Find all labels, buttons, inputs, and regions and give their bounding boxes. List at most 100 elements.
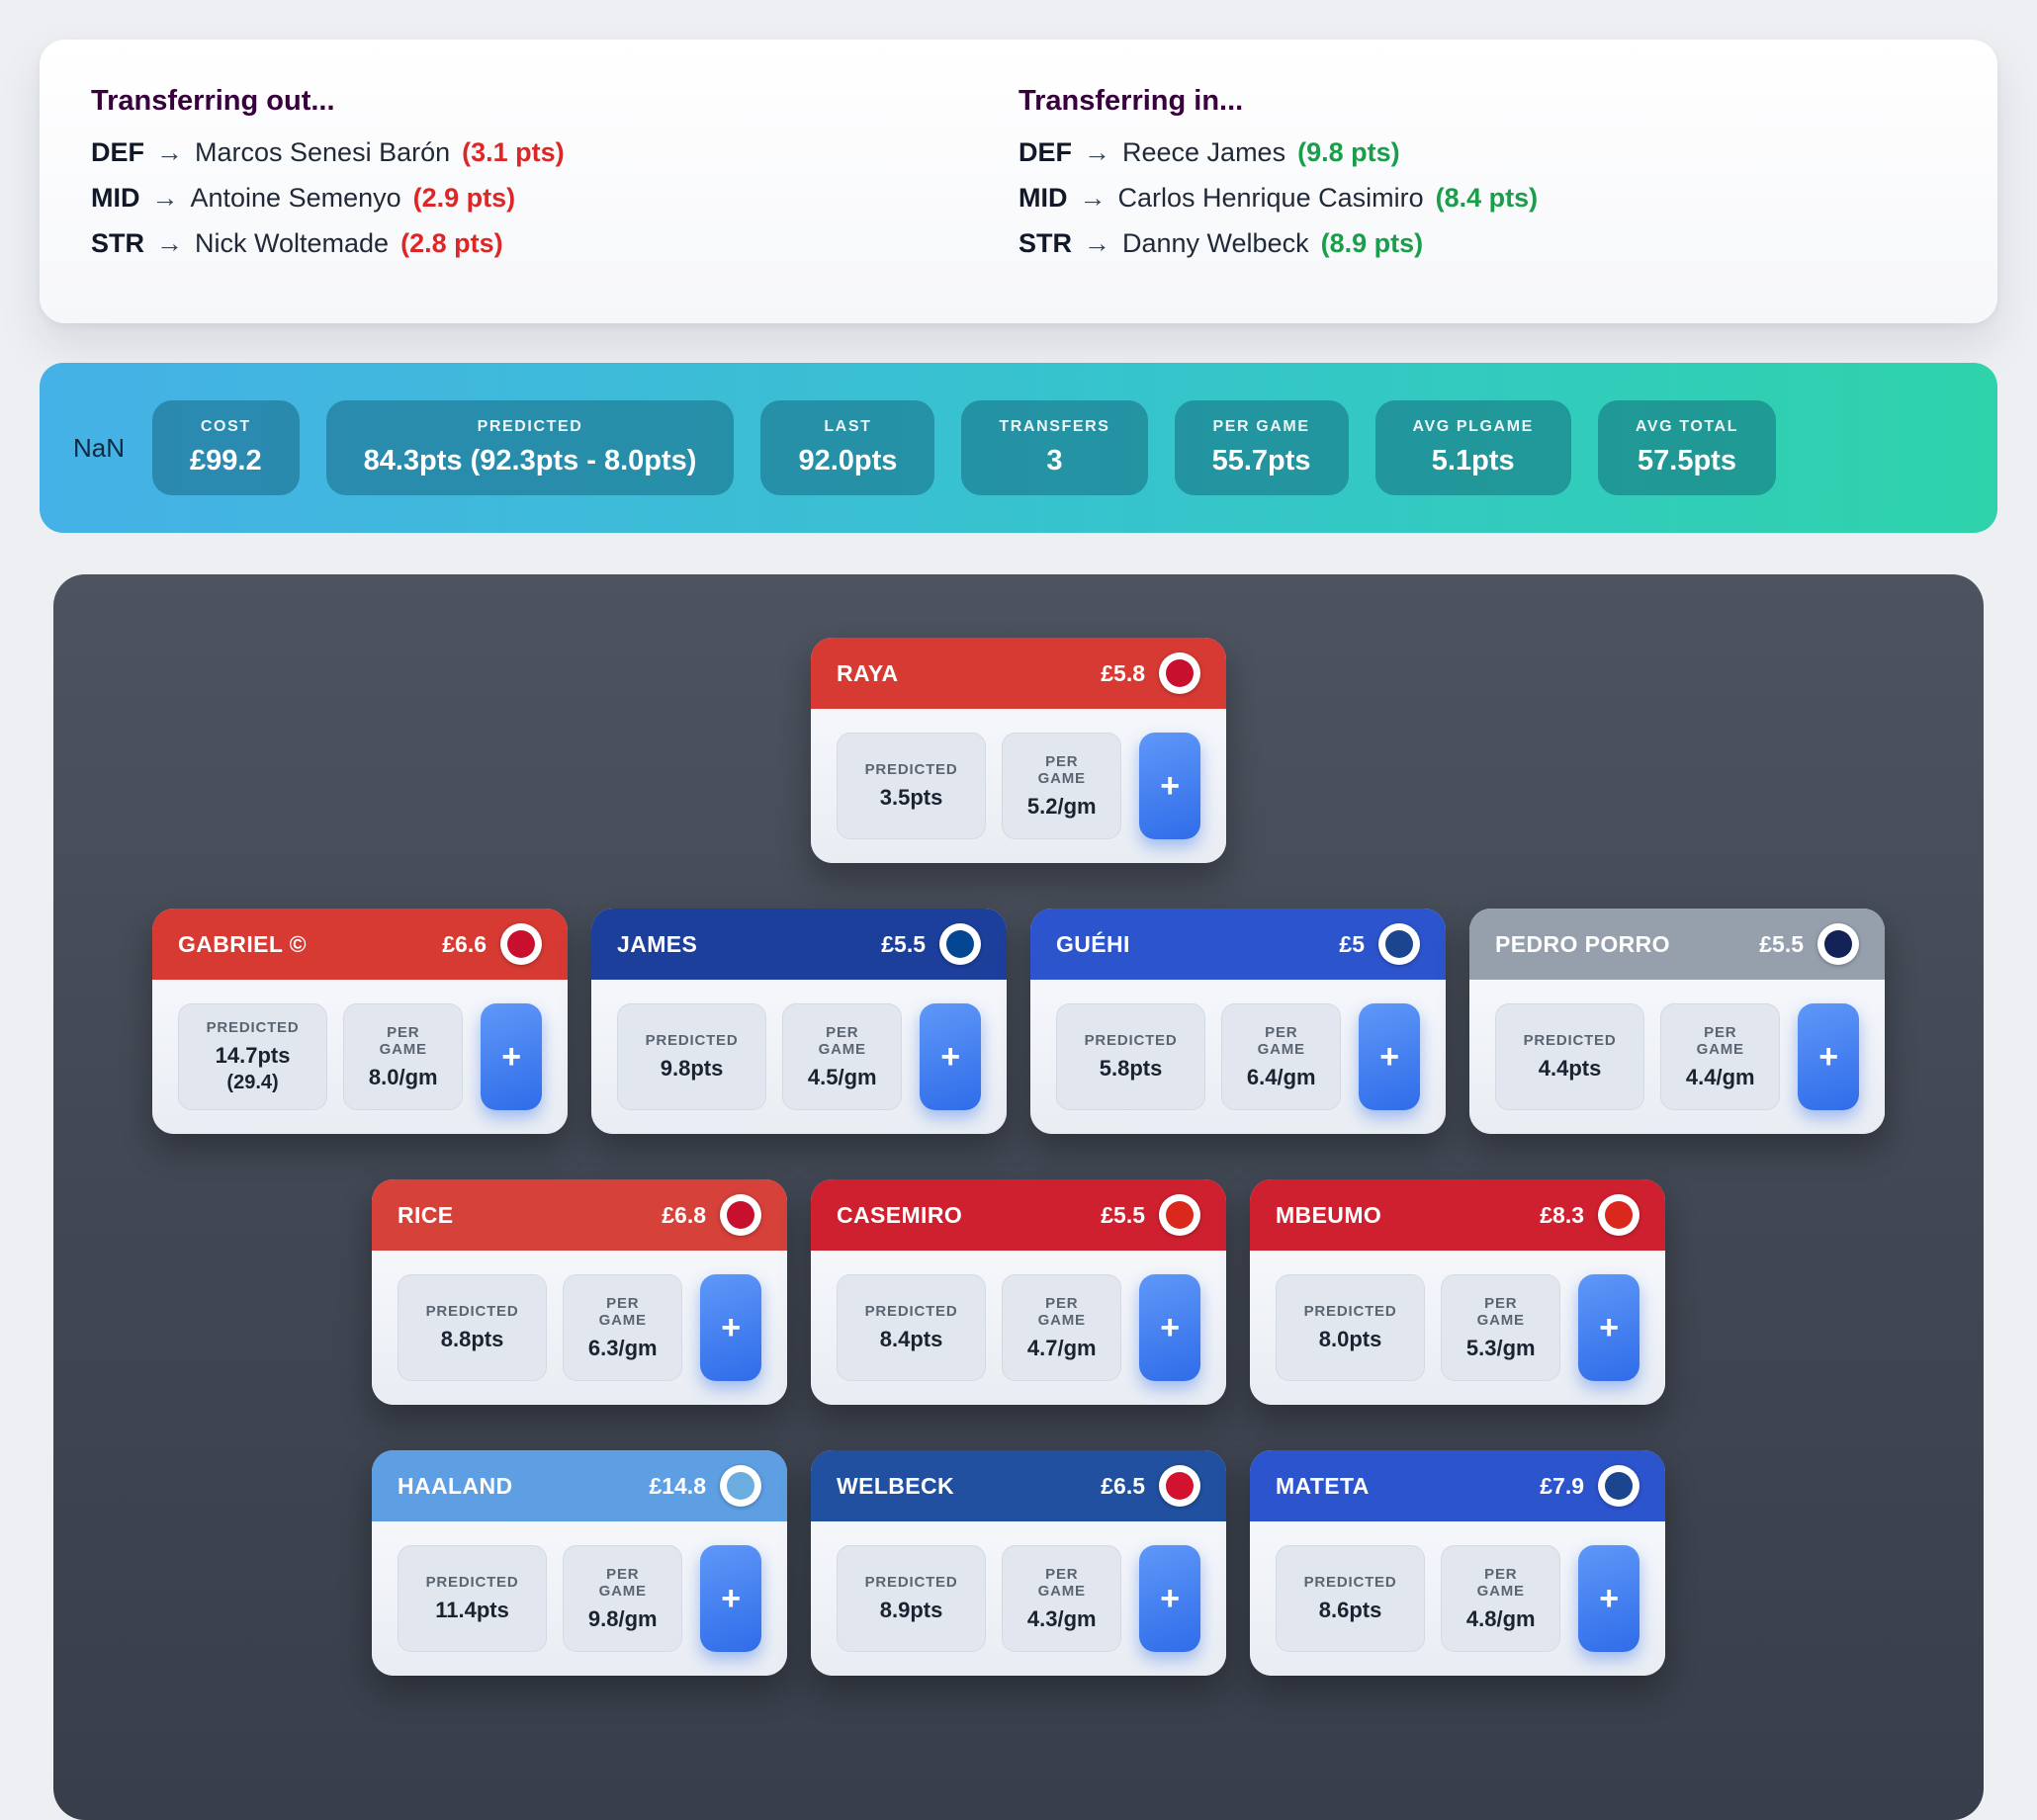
per-game-stat: PER GAME 4.4/gm bbox=[1660, 1003, 1781, 1110]
team-badge-core bbox=[946, 930, 974, 958]
per-game-stat: PER GAME 6.3/gm bbox=[563, 1274, 683, 1381]
stat-pill-label: AVG TOTAL bbox=[1635, 418, 1739, 435]
add-player-button[interactable]: + bbox=[1139, 733, 1201, 839]
predicted-stat: PREDICTED 8.8pts bbox=[398, 1274, 548, 1381]
player-card-header: JAMES £5.5 bbox=[591, 909, 1007, 980]
player-card[interactable]: JAMES £5.5 PREDICTED 9.8pts PER GAME 4.5… bbox=[591, 909, 1007, 1134]
predicted-value: 5.8pts bbox=[1099, 1056, 1163, 1081]
add-player-button[interactable]: + bbox=[700, 1274, 762, 1381]
per-game-value: 4.4/gm bbox=[1685, 1064, 1755, 1089]
team-badge-icon bbox=[1159, 652, 1200, 694]
player-card[interactable]: GABRIEL © £6.6 PREDICTED 14.7pts (29.4) … bbox=[152, 909, 568, 1134]
plus-icon: + bbox=[1599, 1580, 1620, 1617]
player-card-header-right: £5.5 bbox=[1759, 923, 1859, 965]
transfer-position: DEF bbox=[1018, 137, 1072, 167]
player-price: £5.5 bbox=[1759, 930, 1804, 957]
plus-icon: + bbox=[721, 1309, 742, 1346]
player-card-body: PREDICTED 3.5pts PER GAME 5.2/gm + bbox=[811, 709, 1226, 863]
add-player-button[interactable]: + bbox=[1578, 1274, 1640, 1381]
player-card-header: WELBECK £6.5 bbox=[811, 1450, 1226, 1521]
add-player-button[interactable]: + bbox=[700, 1545, 762, 1652]
transfer-row: MID → Carlos Henrique Casimiro (8.4 pts) bbox=[1018, 183, 1946, 214]
player-card[interactable]: RICE £6.8 PREDICTED 8.8pts PER GAME 6.3/… bbox=[372, 1179, 787, 1405]
per-game-value: 9.8/gm bbox=[587, 1605, 658, 1631]
arrow-right-icon: → bbox=[156, 137, 183, 167]
predicted-label: PREDICTED bbox=[864, 1303, 958, 1320]
stat-pill-value: 55.7pts bbox=[1211, 445, 1311, 477]
pitch-row: HAALAND £14.8 PREDICTED 11.4pts PER GAME… bbox=[93, 1450, 1944, 1676]
player-card-header: MBEUMO £8.3 bbox=[1250, 1179, 1665, 1251]
player-card-header: RAYA £5.8 bbox=[811, 638, 1226, 709]
player-card[interactable]: CASEMIRO £5.5 PREDICTED 8.4pts PER GAME … bbox=[811, 1179, 1226, 1405]
pitch-row: RAYA £5.8 PREDICTED 3.5pts PER GAME 5.2/… bbox=[93, 638, 1944, 863]
add-player-button[interactable]: + bbox=[1139, 1274, 1201, 1381]
per-game-stat: PER GAME 4.5/gm bbox=[782, 1003, 903, 1110]
stat-pill-label: AVG PLGAME bbox=[1412, 418, 1534, 435]
transfer-player-name: Antoine Semenyo bbox=[190, 183, 401, 213]
add-player-button[interactable]: + bbox=[1798, 1003, 1860, 1110]
arrow-right-icon: → bbox=[1084, 228, 1110, 258]
player-name: MATETA bbox=[1276, 1472, 1370, 1499]
player-name: CASEMIRO bbox=[837, 1201, 963, 1228]
stat-pill-value: 3 bbox=[1046, 445, 1063, 477]
predicted-label: PREDICTED bbox=[1523, 1032, 1617, 1049]
add-player-button[interactable]: + bbox=[1359, 1003, 1421, 1110]
add-player-button[interactable]: + bbox=[920, 1003, 982, 1110]
add-player-button[interactable]: + bbox=[481, 1003, 543, 1110]
transfer-row: MID → Antoine Semenyo (2.9 pts) bbox=[91, 183, 1018, 214]
per-game-value: 5.3/gm bbox=[1465, 1335, 1536, 1360]
player-name: JAMES bbox=[617, 930, 698, 957]
pitch-row: GABRIEL © £6.6 PREDICTED 14.7pts (29.4) … bbox=[93, 909, 1944, 1134]
arrow-right-icon: → bbox=[151, 183, 179, 213]
player-card[interactable]: MATETA £7.9 PREDICTED 8.6pts PER GAME 4.… bbox=[1250, 1450, 1665, 1676]
predicted-stat: PREDICTED 8.0pts bbox=[1276, 1274, 1426, 1381]
player-card-body: PREDICTED 8.8pts PER GAME 6.3/gm + bbox=[372, 1251, 787, 1405]
player-card-header: GUÉHI £5 bbox=[1030, 909, 1446, 980]
team-badge-core bbox=[727, 1201, 754, 1229]
add-player-button[interactable]: + bbox=[1578, 1545, 1640, 1652]
add-player-button[interactable]: + bbox=[1139, 1545, 1201, 1652]
stat-pill: COST £99.2 bbox=[152, 400, 300, 495]
pitch: RAYA £5.8 PREDICTED 3.5pts PER GAME 5.2/… bbox=[53, 574, 1984, 1820]
transfer-points: (2.9 pts) bbox=[412, 183, 516, 213]
predicted-label: PREDICTED bbox=[1303, 1303, 1397, 1320]
transfer-col-in: Transferring in... DEF → Reece James (9.… bbox=[1018, 85, 1946, 274]
predicted-label: PREDICTED bbox=[1303, 1574, 1397, 1591]
player-card-header-right: £6.6 bbox=[442, 923, 542, 965]
player-card[interactable]: GUÉHI £5 PREDICTED 5.8pts PER GAME 6.4/g… bbox=[1030, 909, 1446, 1134]
team-badge-icon bbox=[1159, 1465, 1200, 1507]
player-card[interactable]: PEDRO PORRO £5.5 PREDICTED 4.4pts PER GA… bbox=[1469, 909, 1885, 1134]
stat-pill: PREDICTED 84.3pts (92.3pts - 8.0pts) bbox=[325, 400, 735, 495]
plus-icon: + bbox=[721, 1580, 742, 1617]
predicted-sub-value: (29.4) bbox=[226, 1072, 279, 1093]
transfer-position: MID bbox=[91, 183, 140, 213]
plus-icon: + bbox=[1379, 1038, 1400, 1076]
player-card[interactable]: RAYA £5.8 PREDICTED 3.5pts PER GAME 5.2/… bbox=[811, 638, 1226, 863]
team-badge-icon bbox=[1817, 923, 1859, 965]
stat-pill: LAST 92.0pts bbox=[760, 400, 935, 495]
team-badge-icon bbox=[1159, 1194, 1200, 1236]
per-game-stat: PER GAME 5.2/gm bbox=[1002, 733, 1122, 839]
stat-pill-value: 84.3pts (92.3pts - 8.0pts) bbox=[363, 445, 697, 477]
stat-pill-label: COST bbox=[200, 418, 251, 435]
player-card-header: HAALAND £14.8 bbox=[372, 1450, 787, 1521]
stat-pill-value: £99.2 bbox=[190, 445, 262, 477]
player-card-header: MATETA £7.9 bbox=[1250, 1450, 1665, 1521]
player-price: £6.8 bbox=[662, 1201, 706, 1228]
per-game-value: 6.4/gm bbox=[1246, 1064, 1316, 1089]
player-name: HAALAND bbox=[398, 1472, 513, 1499]
per-game-label: PER GAME bbox=[1476, 1565, 1525, 1600]
pitch-row: RICE £6.8 PREDICTED 8.8pts PER GAME 6.3/… bbox=[93, 1179, 1944, 1405]
team-badge-core bbox=[727, 1472, 754, 1500]
per-game-value: 4.8/gm bbox=[1465, 1605, 1536, 1631]
predicted-label: PREDICTED bbox=[864, 761, 958, 778]
stat-pill: PER GAME 55.7pts bbox=[1174, 400, 1349, 495]
player-name: GABRIEL © bbox=[178, 930, 308, 957]
arrow-right-icon: → bbox=[1084, 137, 1110, 167]
team-badge-icon bbox=[500, 923, 542, 965]
player-card[interactable]: MBEUMO £8.3 PREDICTED 8.0pts PER GAME 5.… bbox=[1250, 1179, 1665, 1405]
stat-pill: AVG TOTAL 57.5pts bbox=[1597, 400, 1777, 495]
player-card[interactable]: WELBECK £6.5 PREDICTED 8.9pts PER GAME 4… bbox=[811, 1450, 1226, 1676]
player-card[interactable]: HAALAND £14.8 PREDICTED 11.4pts PER GAME… bbox=[372, 1450, 787, 1676]
transfer-row: STR → Nick Woltemade (2.8 pts) bbox=[91, 228, 1018, 259]
